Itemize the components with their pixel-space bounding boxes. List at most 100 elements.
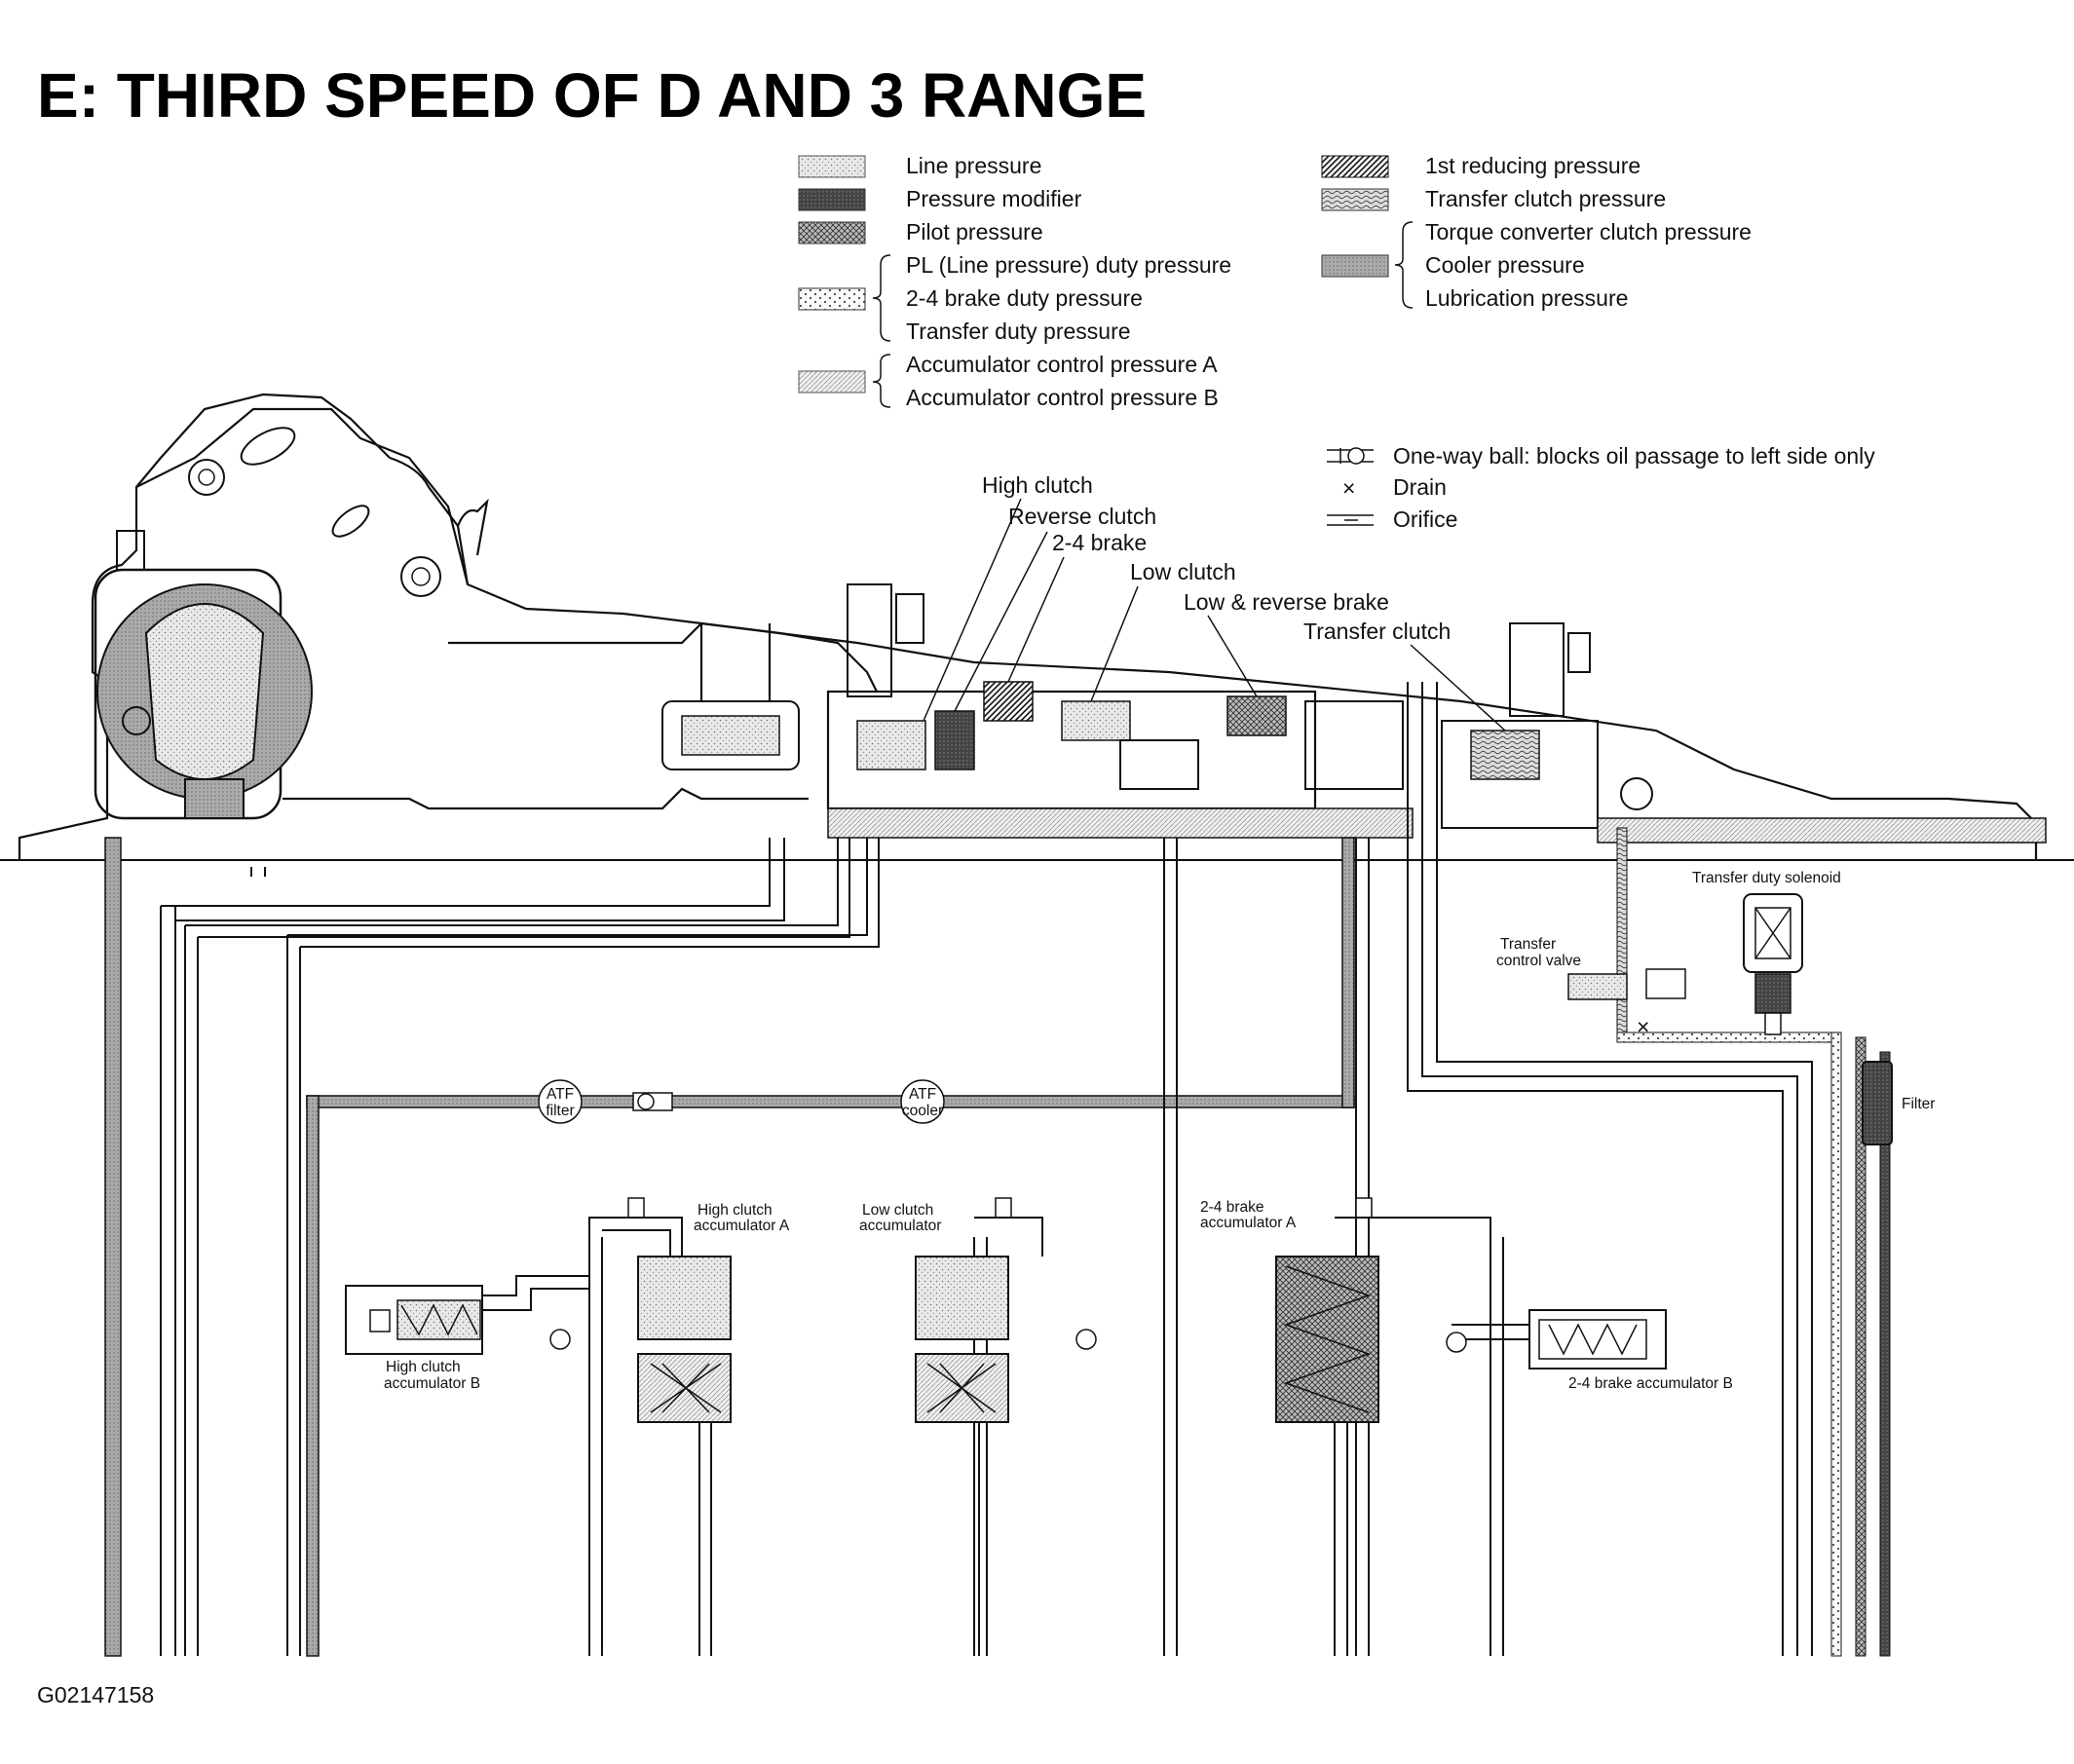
lc-accum-label: accumulator — [859, 1218, 941, 1234]
hydraulic-lines — [104, 682, 1891, 1657]
filter-pipe — [1879, 1051, 1891, 1657]
oil-passage — [104, 837, 122, 1657]
legend-label: PL (Line pressure) duty pressure — [906, 252, 1231, 278]
legend-label: 2-4 brake duty pressure — [906, 285, 1143, 311]
drain-icon: × — [1342, 475, 1355, 501]
low-reverse-brake-pack — [1226, 695, 1287, 736]
low-clutch-accumulator — [915, 1197, 1097, 1423]
legend-brace-cooler — [1394, 221, 1414, 309]
figure-id: G02147158 — [37, 1682, 154, 1708]
cooler-line — [1341, 837, 1355, 1108]
high-clutch-pack — [856, 720, 926, 770]
legend-swatch-transfer-clutch-pressure — [1321, 188, 1389, 211]
brake-24-label: 2-4 brake — [1052, 530, 1147, 555]
reverse-clutch-pack — [934, 710, 975, 770]
atf-cooler-label: ATF — [909, 1086, 936, 1103]
component-labels: High clutch Reverse clutch 2-4 brake Low… — [384, 472, 1935, 1392]
duty-line — [1830, 1032, 1842, 1657]
converter-stub — [116, 530, 145, 571]
output-shaft — [1597, 817, 2047, 844]
legend-label: Pilot pressure — [906, 219, 1043, 244]
low-clutch-label: Low clutch — [1130, 559, 1236, 584]
legend-swatch-pressure-modifier — [798, 188, 866, 211]
shaft — [827, 807, 1414, 839]
atf-filter: ATF filter — [538, 1079, 583, 1124]
high-clutch-label: High clutch — [982, 472, 1093, 498]
transfer-control-valve: × — [1567, 968, 1686, 1039]
leader-line — [923, 498, 1506, 732]
legend-left: Line pressure Pressure modifier Pilot pr… — [798, 153, 1231, 410]
atf-check-ball — [632, 1092, 673, 1111]
housing-bolt-hole — [198, 469, 215, 486]
transfer-tower — [1567, 632, 1591, 673]
legend-brace-duty — [872, 254, 891, 342]
transfer-control-valve-label: Transfer — [1500, 936, 1556, 953]
filter-label: Filter — [1902, 1096, 1935, 1112]
transfer-control-valve-label: control valve — [1496, 953, 1581, 969]
high-clutch-accumulator-a — [588, 1197, 732, 1423]
cooler-line — [306, 1095, 1355, 1108]
symbol-legend: × One-way ball: blocks oil passage to le… — [1327, 443, 1875, 532]
legend-label: Torque converter clutch pressure — [1425, 219, 1752, 244]
transfer-clutch-pack — [1470, 730, 1540, 780]
legend-label: Lubrication pressure — [1425, 285, 1628, 311]
reverse-clutch-label: Reverse clutch — [1008, 504, 1156, 529]
hc-accum-a-label: High clutch — [698, 1202, 773, 1219]
cooler-line — [306, 1095, 320, 1657]
pump-boss — [661, 700, 800, 770]
torque-converter-turbine — [144, 603, 265, 780]
drain-icon: × — [1637, 1014, 1649, 1039]
low-reverse-brake-label: Low & reverse brake — [1184, 589, 1389, 615]
transfer-passage — [1616, 827, 1628, 975]
legend-label: Pressure modifier — [906, 186, 1082, 211]
transfer-case — [1441, 720, 1599, 829]
legend-label: Cooler pressure — [1425, 252, 1585, 278]
hc-accum-b-label: High clutch — [386, 1359, 461, 1375]
legend-label: Transfer clutch pressure — [1425, 186, 1666, 211]
hc-accum-b-label: accumulator B — [384, 1375, 480, 1392]
brake-24-accumulator-a — [1275, 1197, 1491, 1423]
transfer-bearing — [1620, 777, 1653, 810]
atf-cooler: ATF cooler — [900, 1079, 945, 1124]
atf-filter-label: ATF — [547, 1086, 574, 1103]
symbol-label: Orifice — [1393, 507, 1457, 532]
housing-bolt-hole — [400, 556, 441, 597]
transfer-duty-solenoid — [1743, 893, 1803, 1035]
legend-label: Accumulator control pressure B — [906, 385, 1219, 410]
rear-case — [1304, 700, 1404, 790]
b24-accum-a-label: accumulator A — [1200, 1215, 1297, 1231]
legend-right: 1st reducing pressure Transfer clutch pr… — [1321, 153, 1752, 311]
legend-label: Transfer duty pressure — [906, 319, 1131, 344]
high-clutch-accumulator-b — [345, 1275, 589, 1355]
symbol-label: Drain — [1393, 474, 1447, 500]
housing-slot — [240, 427, 296, 466]
housing-bolt-hole — [411, 567, 431, 586]
orifice-icon — [1327, 514, 1374, 526]
lc-accum-label: Low clutch — [862, 1202, 933, 1219]
legend-swatch-line-pressure — [798, 155, 866, 178]
atf-cooler-label: cooler — [902, 1103, 943, 1119]
housing-slot — [331, 505, 370, 538]
housing-bolt-hole — [188, 459, 225, 496]
valve-body-tower — [847, 583, 892, 697]
atf-filter-label: filter — [546, 1103, 574, 1119]
valve-body-tower — [895, 593, 924, 644]
legend-label: Accumulator control pressure A — [906, 352, 1218, 377]
transfer-duty-solenoid-label: Transfer duty solenoid — [1692, 870, 1841, 886]
duty-line — [1616, 1032, 1842, 1043]
brake-24-pack — [983, 681, 1034, 722]
b24-accum-b-label: 2-4 brake accumulator B — [1568, 1375, 1733, 1392]
legend-label: Line pressure — [906, 153, 1041, 178]
legend-swatch-pilot-pressure — [798, 221, 866, 244]
legend-swatch-cooler-pressure — [1321, 254, 1389, 278]
transfer-tower — [1509, 622, 1565, 717]
legend-swatch-duty-pressure — [798, 287, 866, 311]
transmission-housing — [0, 393, 2074, 861]
duty-line — [1855, 1036, 1867, 1657]
filter — [1862, 1061, 1893, 1145]
pump-boss-inner — [681, 715, 780, 756]
legend-label: 1st reducing pressure — [1425, 153, 1640, 178]
transfer-clutch-label: Transfer clutch — [1303, 619, 1451, 644]
converter-port — [122, 706, 151, 735]
